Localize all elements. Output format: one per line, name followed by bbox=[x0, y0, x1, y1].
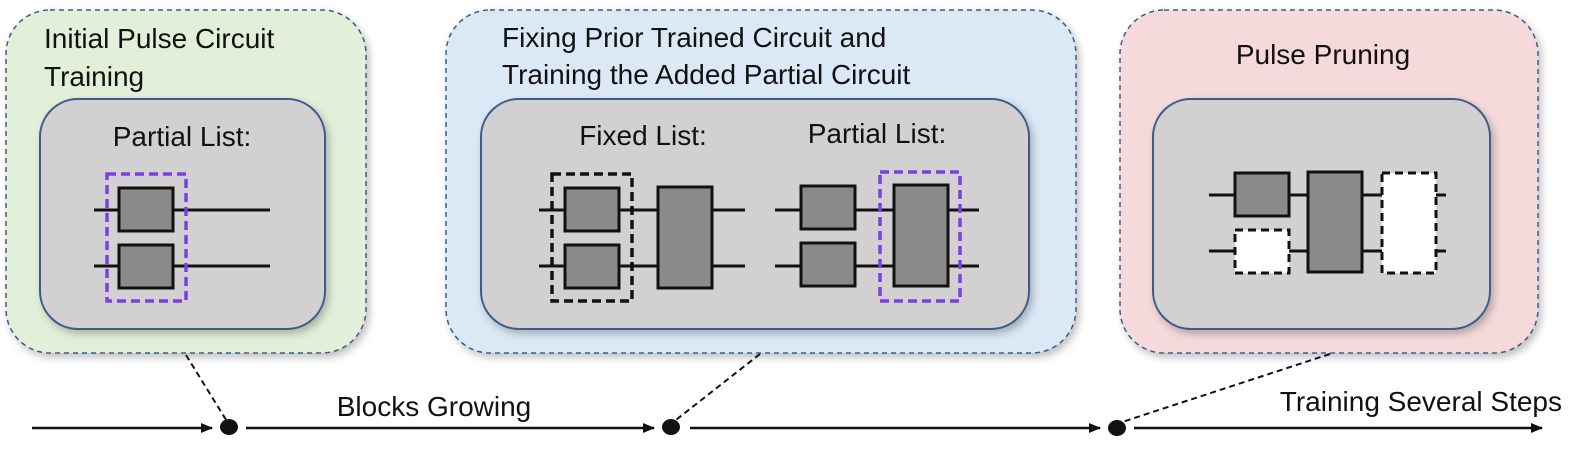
panel-2-partial-list-label: Partial List: bbox=[808, 118, 947, 149]
callout-line-1 bbox=[185, 354, 229, 424]
fixed-list-label: Fixed List: bbox=[579, 120, 707, 151]
callout-line-3 bbox=[1115, 353, 1331, 425]
panel-2-title-line-1: Fixing Prior Trained Circuit and bbox=[502, 22, 886, 53]
partial-list-highlight bbox=[878, 170, 962, 303]
panel-1-circuit bbox=[94, 186, 270, 290]
panel-1-title-line-2: Training bbox=[44, 61, 144, 92]
panel-3-title: Pulse Pruning bbox=[1236, 39, 1410, 70]
gate-block bbox=[117, 186, 175, 233]
panel-initial-training: Initial Pulse Circuit Training Partial L… bbox=[5, 9, 367, 354]
timeline-node-2 bbox=[662, 419, 680, 435]
panel-1-inner-box bbox=[39, 98, 326, 330]
callout-line-2 bbox=[671, 353, 761, 424]
pruned-two-qubit-gate-block bbox=[1380, 171, 1438, 275]
gate-block bbox=[117, 243, 175, 290]
training-several-steps-label: Training Several Steps bbox=[1280, 386, 1562, 417]
fixed-list-highlight bbox=[550, 172, 634, 303]
timeline-node-1 bbox=[220, 419, 238, 435]
panel-pulse-pruning: Pulse Pruning bbox=[1119, 9, 1539, 354]
two-qubit-gate-block bbox=[892, 183, 950, 288]
gate-block bbox=[563, 243, 621, 290]
panel-1-title-line-1: Initial Pulse Circuit bbox=[44, 23, 275, 54]
gate-block bbox=[563, 186, 621, 233]
gate-block bbox=[799, 184, 857, 231]
timeline-nodes bbox=[220, 419, 1126, 436]
panel-fixing-prior-circuit: Fixing Prior Trained Circuit and Trainin… bbox=[445, 9, 1077, 354]
gate-block bbox=[1233, 171, 1291, 218]
partial-list-highlight bbox=[105, 172, 188, 303]
timeline-node-3 bbox=[1108, 420, 1126, 436]
gate-block bbox=[799, 241, 857, 288]
panel-1-partial-list-label: Partial List: bbox=[113, 121, 252, 152]
pruned-gate-block bbox=[1233, 228, 1291, 275]
partial-list-circuit bbox=[775, 183, 979, 288]
pruned-gates bbox=[1233, 171, 1438, 275]
panel-2-title-line-2: Training the Added Partial Circuit bbox=[502, 59, 911, 90]
fixed-list-circuit bbox=[539, 185, 745, 290]
two-qubit-gate-block bbox=[656, 185, 714, 290]
callout-connectors bbox=[185, 353, 1331, 425]
blocks-growing-label: Blocks Growing bbox=[337, 391, 532, 422]
two-qubit-gate-block bbox=[1306, 170, 1364, 274]
